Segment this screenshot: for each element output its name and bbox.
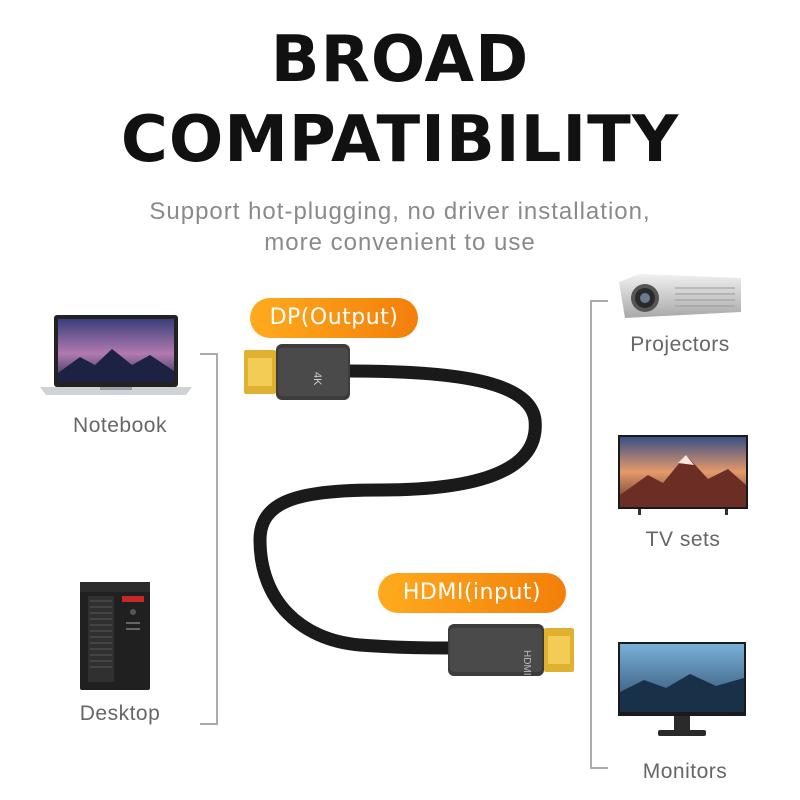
desktop-tower-icon — [80, 582, 150, 690]
dp-output-label: DP(Output) — [250, 298, 418, 338]
display-label-monitors: Monitors — [642, 760, 728, 783]
monitor-icon — [618, 642, 746, 736]
right-bracket — [590, 300, 608, 769]
dp-connector — [244, 344, 350, 400]
tv-icon — [618, 435, 748, 515]
source-label-notebook: Notebook — [73, 414, 167, 437]
heading-line-2: COMPATIBILITY — [120, 103, 680, 177]
heading-line-1: BROAD — [270, 23, 530, 97]
subtitle-line-1: Support hot-plugging, no driver installa… — [149, 198, 651, 225]
left-bracket — [200, 353, 218, 725]
hdmi-input-label: HDMI(input) — [378, 573, 566, 613]
projector-icon — [619, 274, 741, 318]
display-label-tv-sets: TV sets — [645, 528, 721, 551]
hdmi-plug-text: HDMI — [521, 650, 532, 676]
laptop-icon — [40, 315, 192, 395]
display-label-projectors: Projectors — [630, 333, 730, 356]
hdmi-connector — [448, 624, 574, 676]
subtitle-line-2: more convenient to use — [264, 229, 536, 256]
source-label-desktop: Desktop — [79, 702, 161, 725]
dp-plug-text: 4K — [311, 372, 323, 386]
cable-wire — [253, 364, 542, 655]
